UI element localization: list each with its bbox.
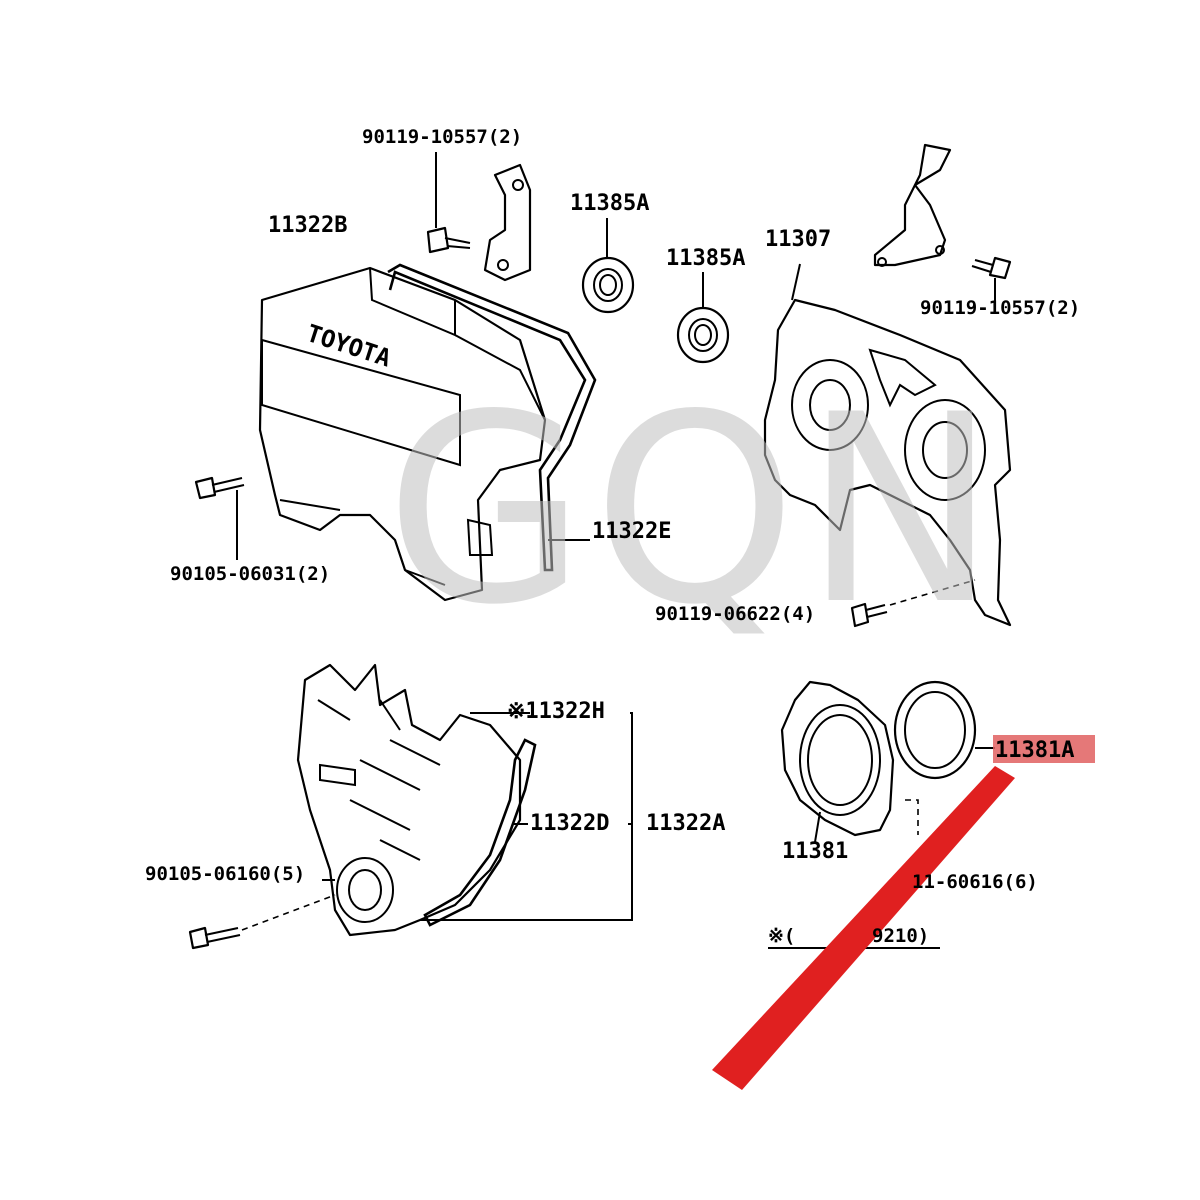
- seal-11385a-2: [676, 272, 730, 364]
- label-note: ※(: [768, 925, 795, 947]
- label-11322h: ※11322H: [507, 699, 605, 724]
- label-90105-06031: 90105-06031(2): [170, 563, 330, 585]
- oil-seal-11381a: [893, 680, 995, 780]
- watermark: GQN: [385, 360, 1004, 662]
- engine-hanger-left: [483, 163, 532, 282]
- bolt-90119-06622: [850, 579, 976, 628]
- bolt-90119-10557-left: [426, 152, 471, 254]
- label-11322b: 11322B: [268, 213, 347, 238]
- bolt-90105-06160: [188, 879, 336, 950]
- label-11322d: 11322D: [530, 811, 609, 836]
- label-90119-06622: 90119-06622(4): [655, 603, 815, 625]
- label-90105-06160: 90105-06160(5): [145, 863, 305, 885]
- label-11307: 11307: [765, 227, 831, 252]
- label-11322e: 11322E: [592, 519, 671, 544]
- label-11381: 11381: [782, 839, 848, 864]
- label-90119-10557-left: 90119-10557(2): [362, 126, 522, 148]
- rear-oil-seal-retainer: [780, 680, 941, 860]
- label-11385a-2: 11385A: [666, 246, 745, 271]
- timing-belt-rear-plate: [763, 263, 1012, 627]
- bolt-90119-10557-right: [971, 256, 1012, 305]
- highlight-arrow: [712, 766, 1015, 1090]
- engine-hanger-right: [873, 143, 952, 267]
- highlight-box: [993, 735, 1095, 763]
- gasket-11322e: [387, 263, 597, 572]
- label-11322a: 11322A: [646, 811, 725, 836]
- seal-11385a-1: [581, 218, 635, 314]
- bolt-90105-06031: [194, 476, 245, 560]
- label-11-60616: 11-60616(6): [912, 871, 1038, 893]
- label-90119-10557-right: 90119-10557(2): [920, 297, 1080, 319]
- lower-timing-cover: [296, 663, 537, 937]
- upper-timing-cover: TOYOTA: [258, 266, 547, 602]
- label-note-tail: 9210): [872, 925, 929, 947]
- label-11385a-1: 11385A: [570, 191, 649, 216]
- label-11381a: 11381A: [995, 738, 1074, 763]
